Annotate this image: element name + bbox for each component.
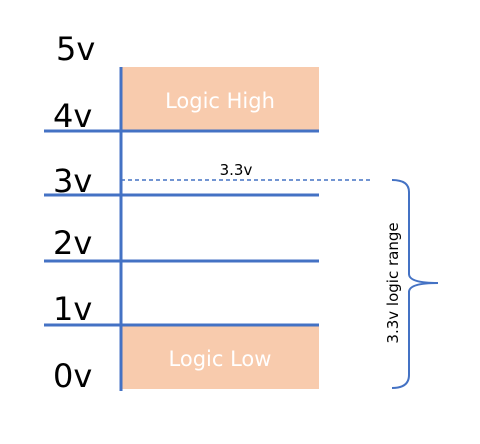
range-brace (391, 179, 439, 389)
range-label: 3.3v logic range (384, 222, 402, 343)
voltage-label-2v: 2v (53, 224, 92, 262)
voltage-label-3v: 3v (53, 162, 92, 200)
logic-high-label: Logic High (165, 89, 275, 113)
voltage-label-0v: 0v (53, 357, 92, 395)
logic-high-region (121, 67, 319, 131)
logic-low-region (121, 325, 319, 389)
voltage-label-4v: 4v (53, 97, 92, 135)
voltage-label-5v: 5v (56, 30, 95, 68)
logic-low-label: Logic Low (169, 347, 272, 371)
voltage-label-1v: 1v (53, 290, 92, 328)
threshold-label: 3.3v (220, 161, 253, 179)
